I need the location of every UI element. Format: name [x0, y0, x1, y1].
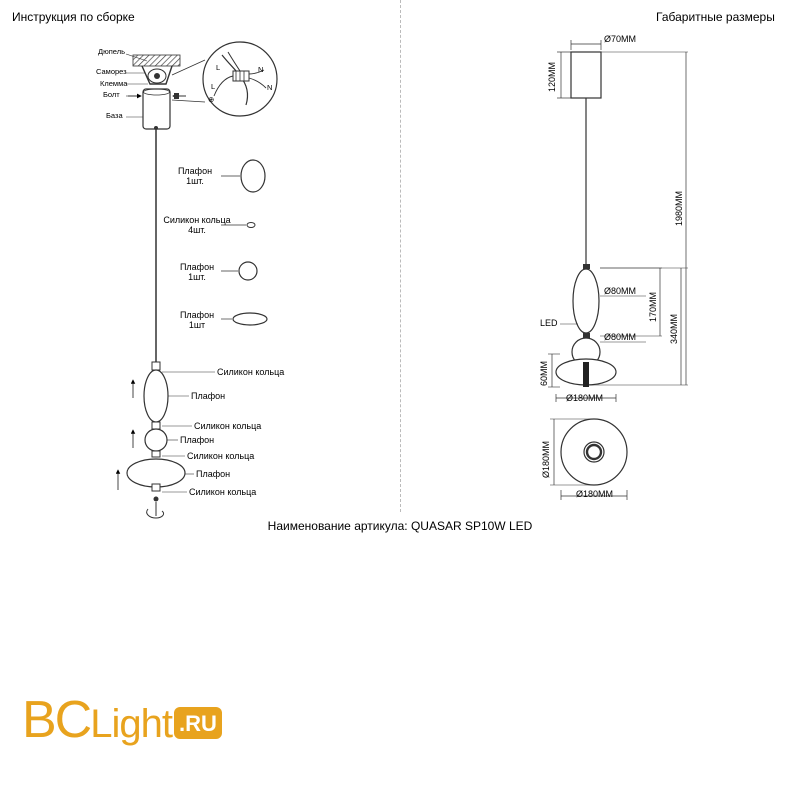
stack-label-3: Силикон кольца: [194, 421, 262, 431]
wire-l-label-2: L: [211, 82, 216, 91]
disc-diameter: Ø180MM: [566, 393, 604, 403]
part-2-name: Силикон кольца: [163, 215, 231, 225]
part-1-qty: 1шт.: [186, 176, 204, 186]
assembly-header: Инструкция по сборке: [12, 10, 135, 24]
stack-label-7: Силикон кольца: [189, 487, 257, 497]
bclight-logo: BCLight.RU: [22, 690, 222, 760]
part-3-name: Плафон: [179, 262, 215, 272]
part-4-qty: 1шт: [188, 320, 206, 330]
part-3-qty: 1шт.: [188, 272, 206, 282]
shade-top-height: 170MM: [648, 291, 658, 322]
dowel-label: Дюпель: [98, 47, 125, 56]
stack-label-5: Силикон кольца: [187, 451, 255, 461]
screw-label: Саморез: [96, 67, 127, 76]
part-3: Плафон 1шт.: [172, 262, 222, 282]
wire-n-label-2: N: [267, 83, 273, 92]
part-1: Плафон 1шт.: [170, 166, 220, 186]
article-name: Наименование артикула: QUASAR SP10W LED: [267, 519, 533, 533]
part-4-name: Плафон: [179, 310, 215, 320]
assembly-drawing: [115, 41, 278, 519]
top-view-diameter-vertical: Ø180MM: [541, 440, 551, 478]
technical-drawing: [115, 40, 688, 519]
total-height: 1980MM: [674, 190, 684, 226]
logo-main: BC: [22, 691, 92, 749]
logo-rest: Light: [90, 702, 173, 746]
shade-top-diameter: Ø80MM: [604, 286, 637, 296]
top-view-diameter-horizontal: Ø180MM: [576, 489, 614, 499]
canopy-height: 120MM: [547, 61, 557, 92]
stack-label-6: Плафон: [196, 469, 231, 479]
disc-height: 60MM: [539, 360, 549, 386]
lower-height: 340MM: [669, 313, 679, 344]
section-divider: [400, 0, 401, 512]
part-4: Плафон 1шт: [172, 310, 222, 330]
bolt-label: Болт: [103, 90, 120, 99]
part-2: Силикон кольца 4шт.: [155, 215, 239, 235]
stack-label-4: Плафон: [180, 435, 215, 445]
stack-label-2: Плафон: [191, 391, 226, 401]
stack-label-1: Силикон кольца: [217, 367, 285, 377]
terminal-label: Клемма: [100, 79, 128, 88]
logo-ru-badge: .RU: [174, 707, 222, 739]
shade-mid-diameter: Ø80MM: [604, 332, 637, 342]
ground-icon: ⊕: [208, 95, 215, 104]
base-label: База: [106, 111, 123, 120]
part-2-qty: 4шт.: [188, 225, 206, 235]
wire-n-label-1: N: [258, 65, 264, 74]
led-label: LED: [540, 318, 558, 328]
ceiling-hatch: [132, 54, 181, 67]
wire-l-label-1: L: [216, 63, 221, 72]
dimensions-header: Габаритные размеры: [656, 10, 775, 24]
part-1-name: Плафон: [177, 166, 213, 176]
canopy-diameter: Ø70MM: [604, 34, 637, 44]
dimension-drawing: [548, 40, 688, 500]
